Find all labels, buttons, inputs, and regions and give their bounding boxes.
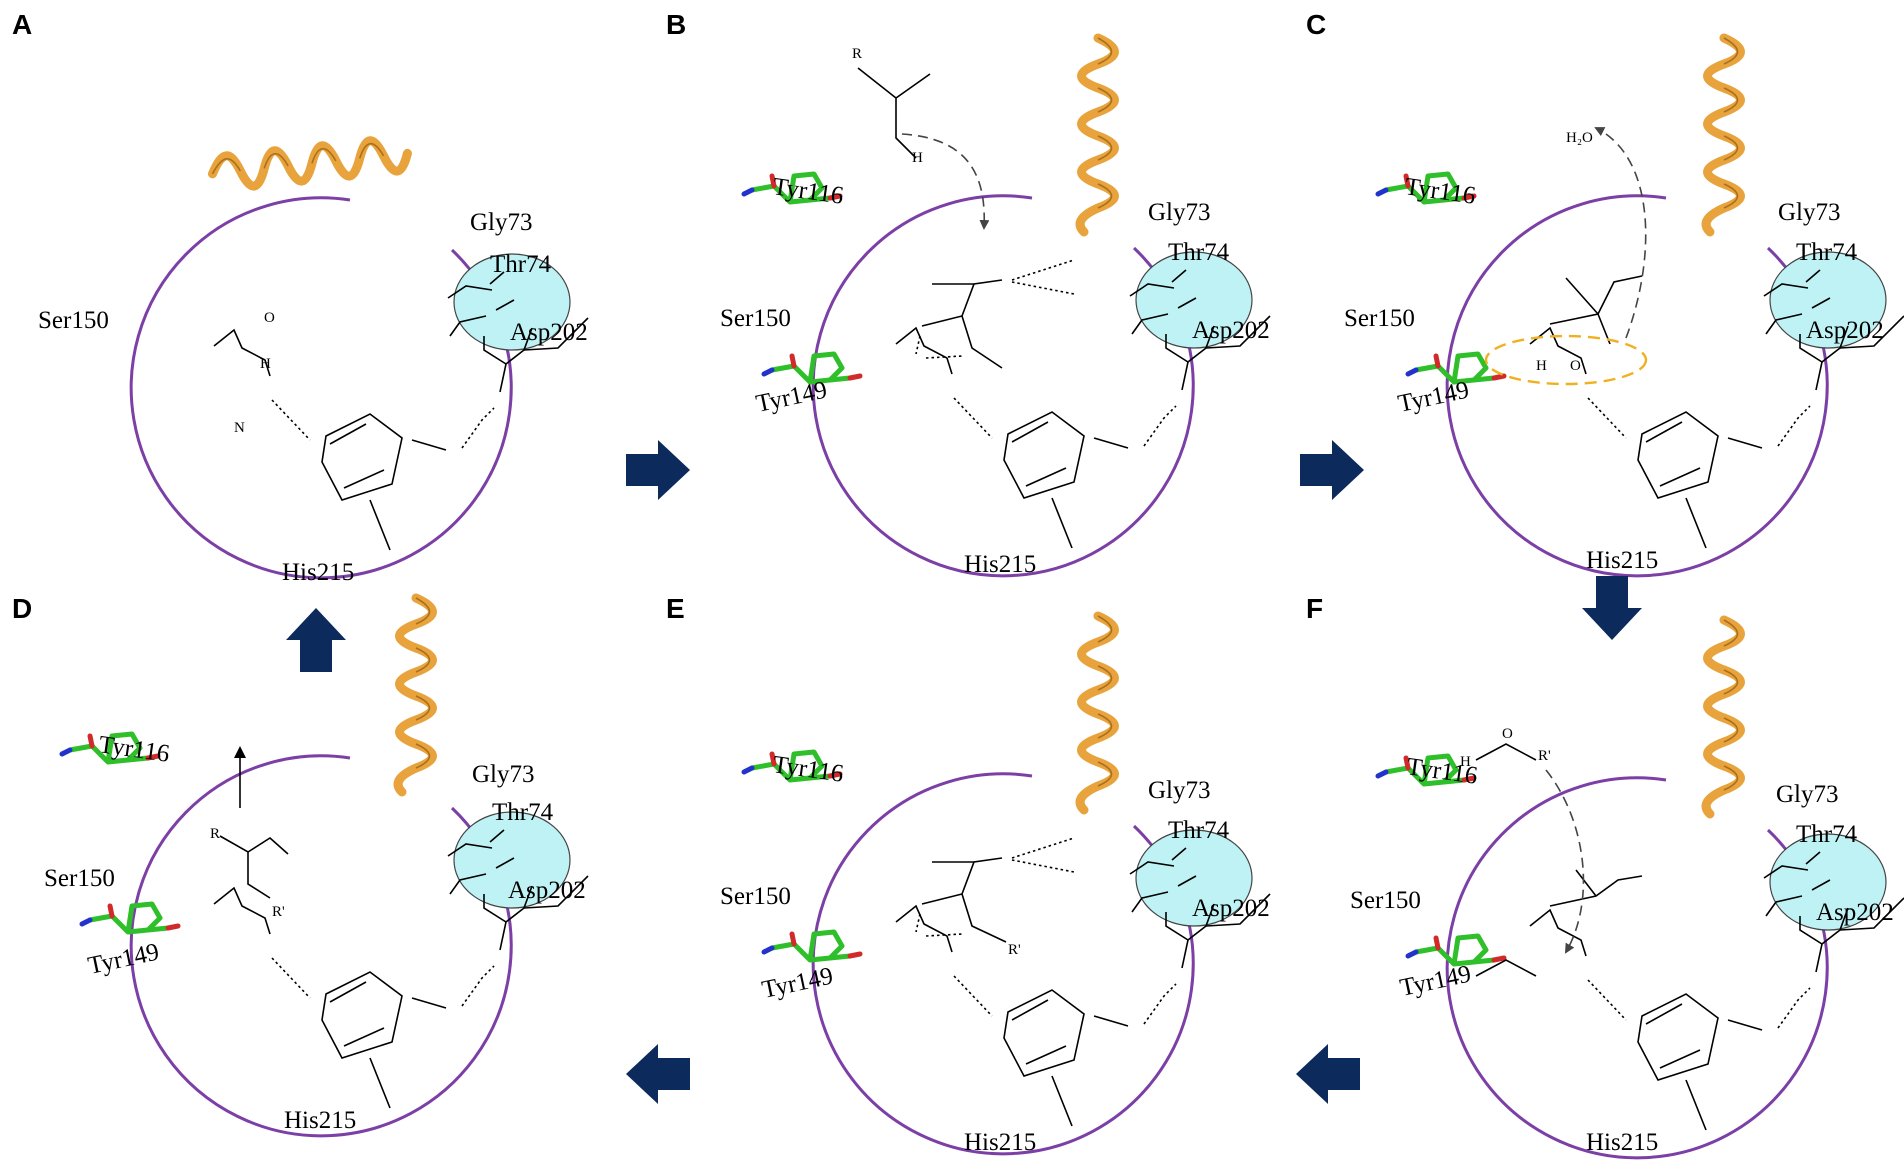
tyr149-label: Tyr149: [760, 963, 836, 1004]
thr74-label: Thr74: [1796, 821, 1858, 848]
atom-o: O: [264, 310, 275, 326]
flow-arrow-d-to-a: [286, 608, 346, 672]
ser150-label: Ser150: [1344, 305, 1415, 332]
tyr149-label: Tyr149: [1396, 377, 1472, 418]
panel-f: Gly73 Thr74 Ser150 Asp202 His215 Tyr116 …: [1350, 620, 1904, 1160]
water-label: H₂O: [1566, 130, 1593, 146]
ser150-label: Ser150: [38, 307, 109, 334]
his215-label: His215: [284, 1107, 356, 1134]
atom-o: O: [1502, 726, 1513, 742]
asp202-label: Asp202: [510, 319, 588, 346]
panel-label-a: A: [12, 9, 32, 40]
gly73-label: Gly73: [1776, 781, 1839, 808]
his215-label: His215: [1586, 547, 1658, 574]
atom-n: N: [234, 420, 245, 436]
incoming-alcohol: [1475, 743, 1537, 761]
panel-a: Gly73 Thr74 Ser150 Asp202 His215 O H N: [38, 137, 590, 586]
gly73-label: Gly73: [470, 209, 533, 236]
flow-arrow-a-to-b: [626, 440, 690, 500]
thr74-label: Thr74: [1796, 239, 1858, 266]
his215-label: His215: [964, 551, 1036, 578]
flow-arrow-e-to-d: [626, 1044, 690, 1104]
alcohol-attack-arrow: [1545, 769, 1585, 954]
gly73-label: Gly73: [1148, 777, 1211, 804]
atom-o: O: [1570, 358, 1581, 374]
asp202-label: Asp202: [1192, 895, 1270, 922]
tyr149-label: Tyr149: [754, 377, 830, 418]
atom-h: H: [912, 150, 923, 166]
second-tetrahedral-intermediate: [921, 857, 1007, 943]
atom-r-prime: R': [1008, 942, 1021, 958]
asp202-label: Asp202: [1192, 317, 1270, 344]
water-exit-arrow: [1594, 127, 1647, 339]
his215-label: His215: [282, 559, 354, 586]
flow-arrow-b-to-c: [1300, 440, 1364, 500]
flow-arrow-c-to-f: [1582, 576, 1642, 640]
thr74-label: Thr74: [490, 251, 552, 278]
atom-h: H: [260, 356, 271, 372]
asp202-label: Asp202: [1806, 317, 1884, 344]
thr74-label: Thr74: [492, 799, 554, 826]
ester-product: [219, 835, 289, 899]
thr74-label: Thr74: [1168, 817, 1230, 844]
ser150-label: Ser150: [720, 305, 791, 332]
panel-label-d: D: [12, 593, 32, 624]
atom-r-prime: R': [272, 904, 285, 920]
ser150-label: Ser150: [1350, 887, 1421, 914]
tyr149-label: Tyr149: [1398, 961, 1474, 1002]
panel-label-b: B: [666, 9, 686, 40]
leaving-water-highlight: [1484, 334, 1648, 386]
tyr116-label: Tyr116: [771, 173, 845, 210]
acyl-enzyme: [1549, 869, 1643, 907]
panel-c: Gly73 Thr74 Ser150 Asp202 His215 Tyr116 …: [1344, 38, 1904, 578]
atom-r: R: [210, 826, 220, 842]
panel-e: Gly73 Thr74 Ser150 Asp202 His215 Tyr116 …: [720, 616, 1272, 1156]
gly73-label: Gly73: [472, 761, 535, 788]
thr74-label: Thr74: [1168, 239, 1230, 266]
tyr116-label: Tyr116: [771, 751, 845, 788]
asp202-label: Asp202: [1816, 899, 1894, 926]
tyr116-label: Tyr116: [1403, 173, 1477, 210]
panel-d: Gly73 Thr74 Ser150 Asp202 His215 Tyr116 …: [44, 598, 590, 1138]
his215-label: His215: [964, 1129, 1036, 1156]
atom-h: H: [1536, 358, 1547, 374]
asp202-label: Asp202: [508, 877, 586, 904]
his215-label: His215: [1586, 1129, 1658, 1156]
released-alcohol: [1475, 959, 1537, 977]
atom-r: R: [852, 46, 862, 62]
ser150-label: Ser150: [44, 865, 115, 892]
atom-h: H: [1460, 754, 1471, 770]
panel-label-c: C: [1306, 9, 1326, 40]
panel-label-f: F: [1306, 593, 1323, 624]
flow-arrow-f-to-e: [1296, 1044, 1360, 1104]
panel-b: Gly73 Thr74 Ser150 Asp202 His215 Tyr116 …: [720, 38, 1272, 578]
tetrahedral-intermediate: [921, 279, 1003, 369]
gly73-label: Gly73: [1148, 199, 1211, 226]
tyr149-label: Tyr149: [86, 939, 162, 980]
atom-r-prime: R': [1538, 748, 1551, 764]
panel-label-e: E: [666, 593, 685, 624]
gly73-label: Gly73: [1778, 199, 1841, 226]
ser150-label: Ser150: [720, 883, 791, 910]
